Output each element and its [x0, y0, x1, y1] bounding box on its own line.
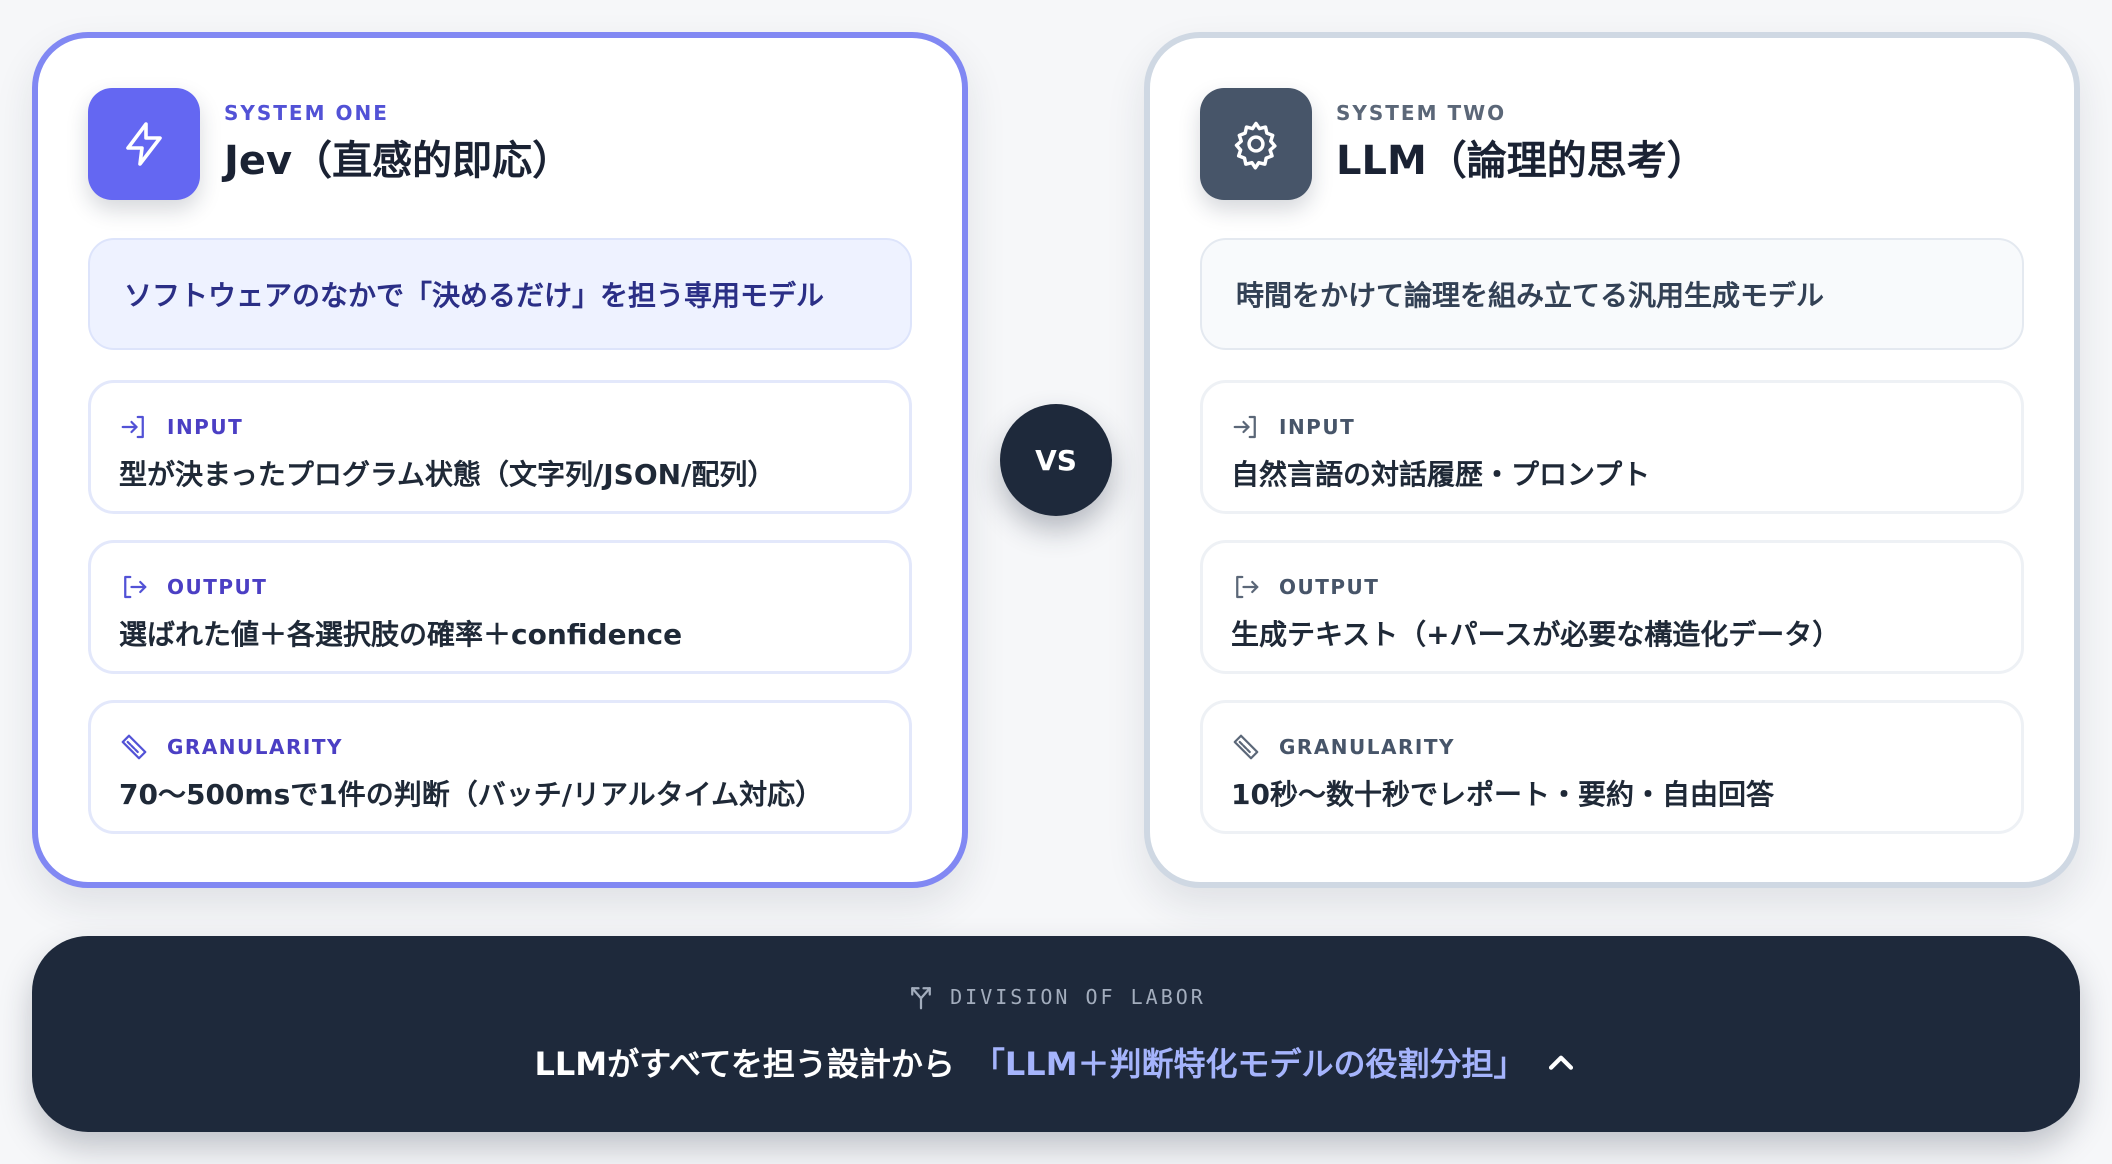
vs-badge: VS: [1000, 404, 1112, 516]
row-value: 10秒〜数十秒でレポート・要約・自由回答: [1231, 778, 1774, 811]
system-one-output-row: OUTPUT 選ばれた値＋各選択肢の確率＋confidence: [88, 540, 912, 674]
row-value: 自然言語の対話履歴・プロンプト: [1231, 458, 1651, 491]
system-two-granularity-row: GRANULARITY 10秒〜数十秒でレポート・要約・自由回答: [1200, 700, 2024, 834]
system-one-eyebrow: SYSTEM ONE: [224, 101, 389, 125]
system-two-tagline: 時間をかけて論理を組み立てる汎用生成モデル: [1200, 238, 2024, 350]
footer-text: LLMがすべてを担う設計から: [534, 1045, 955, 1083]
row-value: 選ばれた値＋各選択肢の確率＋confidence: [119, 618, 683, 651]
system-one-tagline: ソフトウェアのなかで「決めるだけ」を担う専用モデル: [88, 238, 912, 350]
row-label: INPUT: [1279, 415, 1356, 439]
row-label: GRANULARITY: [1279, 735, 1455, 759]
ruler-icon: [121, 734, 147, 760]
system-two-badge: [1200, 88, 1312, 200]
row-value: 型が決まったプログラム状態（文字列/JSON/配列）: [119, 458, 776, 491]
row-label: GRANULARITY: [167, 735, 343, 759]
row-value: 生成テキスト（+パースが必要な構造化データ）: [1231, 618, 1841, 651]
footer-highlight: 「LLM＋判断特化モデルの役割分担」: [972, 1045, 1526, 1083]
division-of-labor-banner: DIVISION OF LABOR LLMがすべてを担う設計から 「LLM＋判断…: [32, 936, 2080, 1132]
system-two-title: LLM（論理的思考）: [1336, 138, 1707, 184]
system-two-output-row: OUTPUT 生成テキスト（+パースが必要な構造化データ）: [1200, 540, 2024, 674]
lightning-icon: [126, 122, 162, 166]
gear-icon: [1234, 121, 1277, 170]
system-two-header: SYSTEM TWO LLM（論理的思考）: [1200, 88, 1707, 200]
login-arrow-icon: [121, 415, 144, 439]
system-one-input-row: INPUT 型が決まったプログラム状態（文字列/JSON/配列）: [88, 380, 912, 514]
ruler-icon: [1233, 734, 1259, 760]
row-label: INPUT: [167, 415, 244, 439]
logout-arrow-icon: [124, 575, 147, 599]
system-two-eyebrow: SYSTEM TWO: [1336, 101, 1507, 125]
system-one-granularity-row: GRANULARITY 70〜500msで1件の判断（バッチ/リアルタイム対応）: [88, 700, 912, 834]
system-one-card: SYSTEM ONE Jev（直感的即応） ソフトウェアのなかで「決めるだけ」を…: [32, 32, 968, 888]
split-arrow-icon: [911, 987, 932, 1010]
chevron-up-icon: [1548, 1055, 1573, 1070]
row-value: 70〜500msで1件の判断（バッチ/リアルタイム対応）: [119, 778, 824, 811]
system-one-title: Jev（直感的即応）: [224, 138, 573, 184]
system-one-header: SYSTEM ONE Jev（直感的即応）: [88, 88, 572, 200]
system-one-badge: [88, 88, 200, 200]
system-two-card: SYSTEM TWO LLM（論理的思考） 時間をかけて論理を組み立てる汎用生成…: [1144, 32, 2080, 888]
login-arrow-icon: [1233, 415, 1256, 439]
system-two-input-row: INPUT 自然言語の対話履歴・プロンプト: [1200, 380, 2024, 514]
logout-arrow-icon: [1236, 575, 1259, 599]
row-label: OUTPUT: [1279, 575, 1380, 599]
footer-eyebrow: DIVISION OF LABOR: [950, 985, 1206, 1009]
row-label: OUTPUT: [167, 575, 268, 599]
